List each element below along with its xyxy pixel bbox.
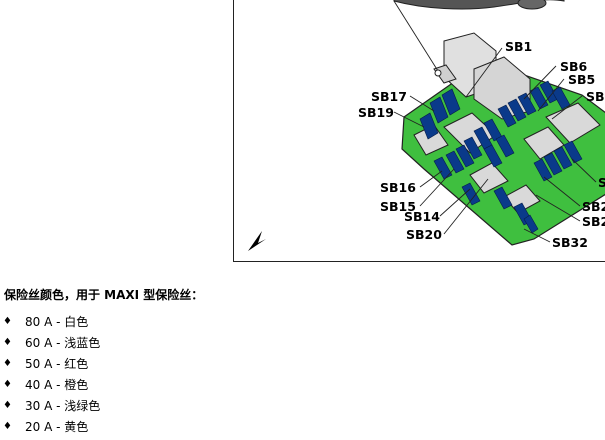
bullet-diamond-icon: ♦ (3, 358, 12, 369)
bullet-diamond-icon: ♦ (3, 421, 12, 432)
callout-sb20: SB20 (406, 227, 442, 242)
bullet-diamond-icon: ♦ (3, 400, 12, 411)
fuse-color-heading: 保险丝颜色，用于 MAXI 型保险丝： (4, 288, 204, 302)
bullet-diamond-icon: ♦ (3, 316, 12, 327)
cable-end-shape (517, 0, 547, 10)
callout-sb6: SB6 (560, 59, 588, 74)
callout-sb19: SB19 (358, 105, 394, 120)
fuse-box-figure: SB1 SB6 SB5 SB SB17 SB19 SB16 SB15 SB14 … (233, 0, 605, 262)
callout-sb15: SB15 (380, 199, 416, 214)
bullet-diamond-icon: ♦ (3, 379, 12, 390)
fuse-box-illustration: SB1 SB6 SB5 SB SB17 SB19 SB16 SB15 SB14 … (248, 0, 605, 251)
callout-sb16: SB16 (380, 180, 416, 195)
pin-marker (434, 69, 442, 77)
callout-sb17: SB17 (371, 89, 407, 104)
callout-sb22-partial: SB22 (582, 214, 605, 229)
fuse-array (419, 80, 583, 234)
callout-sb14: SB14 (404, 209, 440, 224)
leader-lines (393, 0, 597, 243)
callout-sb1: SB1 (505, 39, 532, 54)
orientation-arrow-icon (248, 231, 266, 251)
callout-sb32: SB32 (552, 235, 588, 250)
callout-sb2-partial: SB2 (582, 199, 605, 214)
callout-sb-right: SB (586, 89, 605, 104)
relay-6 (503, 184, 541, 214)
bracket (433, 64, 457, 84)
callout-s-partial: S (598, 175, 605, 190)
callout-sb5: SB5 (568, 72, 595, 87)
bullet-diamond-icon: ♦ (3, 337, 12, 348)
relay-5 (469, 162, 509, 194)
